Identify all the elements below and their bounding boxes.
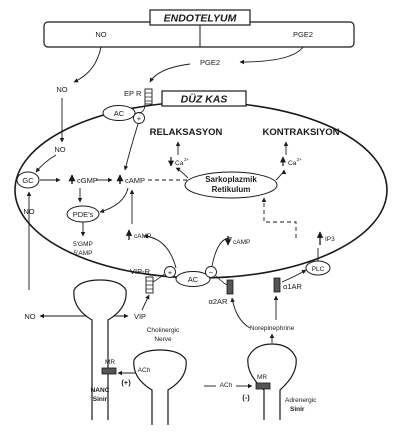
vip-r-label: VIP-R [130,267,151,276]
ac-bottom-minus-badge [205,266,217,278]
ac-bottom-label: AC [188,275,199,284]
endothelium-title: ENDOTELYUM [164,13,237,25]
adrenergic-nerve-terminal [247,343,297,420]
amp-label: 5'AMP [74,250,93,257]
svg-text:2+: 2+ [184,157,190,162]
mr-label-left: MR [105,359,115,366]
svg-text:2+: 2+ [297,157,303,162]
cholinergic-nerve-terminal [133,349,187,425]
cholinergic-label-line2: Nerve [154,336,172,343]
a1ar-receptor-symbol [273,277,281,293]
arrow-endo-pge2-out [239,46,304,65]
mr-label-right: MR [257,374,267,381]
ac-bottom-minus: − [209,268,214,277]
ac-bottom-plus: + [168,268,173,277]
gc-label: GC [22,176,34,185]
a2ar-label: α2AR [209,297,229,306]
relaxation-label: RELAKSASYON [150,127,223,138]
ach-label-left: ACh [138,367,151,374]
pdes-label: PDE's [73,210,94,219]
no-label-outside: NO [56,85,67,94]
pge2-label: PGE2 [200,58,220,67]
nanc-label-line2: Sinir [93,396,108,403]
ep-receptor-label: EP R [124,89,142,98]
plc-label: PLC [312,266,325,273]
ac-top-plus-badge [133,112,145,124]
arrow-endo-no-out [73,46,102,83]
sarcoplasmic-reticulum [184,171,278,199]
gmp-label: 5'GMP [73,241,93,248]
ac-top-plus: + [137,114,142,123]
arrow-pge2-to-epr [149,63,191,83]
nanc-plus-label: (+) [121,378,131,387]
no-label-gc: NO [23,207,34,216]
adrenergic-minus-label: (-) [242,393,250,402]
adrenergic-label-line2: Sinir [290,406,305,413]
ac-top-enzyme [102,105,136,121]
nanc-label-line1: NANC [91,387,110,394]
a1ar-label: α1AR [283,282,303,291]
smooth-muscle-title-box [161,90,247,107]
sr-label-line2: Retikulum [212,185,251,194]
arrow-ip3-to-sr [261,197,297,238]
endothelium-title-box [149,9,251,26]
ac-bottom-enzyme [175,271,211,287]
camp-label-lower: cAMP [134,233,151,240]
camp-label-right: cAMP [233,239,250,246]
endothelium-pge2-label: PGE2 [293,30,313,39]
arrow-ac-to-camp [123,123,139,171]
ca-label-left: Ca [175,160,184,167]
adrenergic-label-line1: Adrenergic [285,397,317,404]
sr-label-line1: Sarkoplazmik [205,175,257,184]
contraction-label: KONTRAKSIYON [262,127,339,138]
endothelium-no-label: NO [95,30,106,39]
vip-label: VIP [134,312,146,321]
arrow-vip-to-receptor [141,294,150,311]
arrow-ne-to-a2ar [230,297,251,329]
mr-receptor-right [255,382,271,390]
gc-enzyme [16,171,40,189]
cgmp-label: cGMP [77,176,98,185]
ca-label-right: Ca [288,160,297,167]
nanc-nerve-terminal [73,279,127,420]
arrow-no-to-gc [35,154,57,173]
ac-bottom-plus-badge [164,266,176,278]
ac-top-label: AC [114,109,125,118]
no-label-inside: NO [54,145,65,154]
smooth-muscle-title: DÜZ KAS [181,93,228,106]
cholinergic-label-line1: Cholinergic [147,327,180,334]
no-label-bottom: NO [24,312,35,321]
norepinephrine-label: Norepinephrine [250,325,295,332]
a2ar-receptor-symbol [226,279,234,295]
camp-label-center: cAMP [125,176,145,185]
endothelium-panel: ENDOTELYUM NO PGE2 [43,9,355,48]
ip3-label: IP3 [325,236,335,243]
ep-receptor-symbol [144,88,153,105]
ach-label-right: ACh [220,382,233,389]
mr-receptor-left [101,367,117,375]
